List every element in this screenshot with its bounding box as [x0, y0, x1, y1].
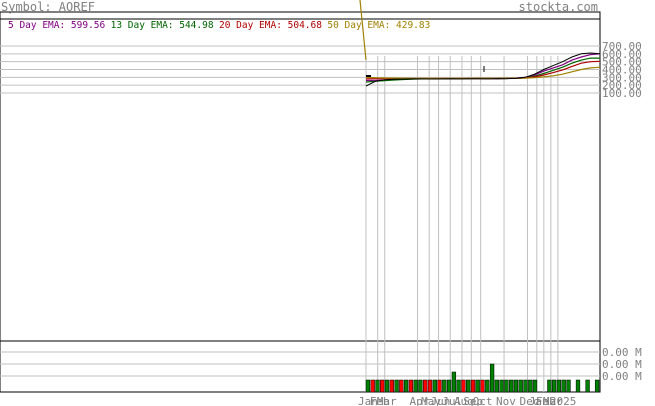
ema50-entry-line	[359, 0, 367, 61]
volume-bar	[575, 379, 581, 393]
volume-bar	[594, 379, 600, 393]
x-tick-label: Mar	[543, 395, 563, 406]
x-tick-label: Feb	[370, 395, 390, 406]
x-tick-label: Nov	[496, 395, 516, 406]
x-tick-label: Dec	[519, 395, 539, 406]
volume-bar	[427, 379, 433, 393]
chart-grid	[0, 11, 601, 393]
price-tick-label: 500.00	[602, 56, 642, 69]
volume-bar	[561, 379, 566, 393]
symbol-label: Symbol: AOREF	[1, 0, 95, 14]
volume-bar	[365, 379, 371, 393]
volume-tick-label: 0.00 M	[602, 370, 642, 383]
x-tick-label: Jun	[431, 395, 451, 406]
volume-tick-label: 0.00 M	[602, 346, 642, 359]
volume-bar	[485, 379, 490, 393]
volume-bar	[494, 379, 499, 393]
x-tick-label: Apr	[409, 395, 429, 406]
x-tick-label: Oct	[473, 395, 493, 406]
volume-bar	[461, 379, 466, 393]
volume-bar	[475, 379, 480, 393]
volume-bar	[528, 379, 533, 393]
volume-bar	[456, 379, 461, 393]
x-tick-label: Aug	[454, 395, 474, 406]
ema-legend-item: 5 Day EMA: 599.56	[8, 20, 106, 31]
volume-bar	[489, 363, 495, 393]
volume-bar	[389, 379, 394, 393]
x-tick-label: Sep	[463, 395, 483, 406]
volume-bar	[442, 379, 447, 393]
volume-bar	[566, 379, 571, 393]
x-tick-label: Jan	[529, 395, 549, 406]
volume-bar	[394, 379, 399, 393]
x-tick-label: 2025	[550, 395, 577, 406]
volume-bar	[556, 379, 562, 393]
x-tick-label: Jul	[442, 395, 462, 406]
ema-legend: 5 Day EMA: 599.56 13 Day EMA: 544.98 20 Da…	[8, 20, 430, 31]
volume-bar	[408, 379, 414, 393]
ema-legend-item: 50 Day EMA: 429.83	[327, 20, 430, 31]
price-tick-label: 300.00	[602, 71, 642, 84]
volume-bars-layer	[365, 363, 600, 393]
volume-bar	[423, 379, 428, 393]
price-tick-label: 400.00	[602, 64, 642, 77]
volume-bar	[384, 379, 390, 393]
volume-bar	[413, 379, 418, 393]
x-tick-label: Jan	[358, 395, 378, 406]
volume-bar	[437, 379, 442, 393]
volume-bar	[551, 379, 557, 393]
volume-bar	[499, 379, 504, 393]
site-label: stockta.com	[519, 0, 598, 14]
volume-bar	[432, 379, 437, 393]
volume-bar	[509, 379, 514, 393]
volume-bar	[466, 379, 471, 393]
x-tick-label: May	[421, 395, 441, 406]
price-tick-label: 100.00	[602, 87, 642, 100]
ema-legend-item: 20 Day EMA: 504.68	[219, 20, 322, 31]
x-tick-label: Mar	[377, 395, 397, 406]
volume-bar	[532, 379, 538, 393]
volume-bar	[504, 379, 509, 393]
x-tick-label: Feb	[536, 395, 556, 406]
volume-bar	[518, 379, 523, 393]
volume-bar	[380, 379, 385, 393]
ema-legend-item: 13 Day EMA: 544.98	[111, 20, 214, 31]
volume-bar	[480, 379, 485, 393]
price-tick-label: 600.00	[602, 48, 642, 61]
price-line	[365, 52, 601, 87]
volume-bar	[547, 379, 552, 393]
volume-bar	[470, 379, 476, 393]
volume-tick-label: 0.00 M	[602, 358, 642, 371]
price-tick-label: 200.00	[602, 79, 642, 92]
volume-bar	[523, 379, 528, 393]
volume-bar	[418, 379, 423, 393]
volume-bar	[375, 379, 380, 393]
volume-bar	[403, 379, 409, 393]
volume-bar	[370, 379, 375, 393]
volume-bar	[585, 379, 590, 393]
price-tick-label: 700.00	[602, 40, 642, 53]
ema-series-line	[365, 53, 601, 82]
volume-bar	[446, 379, 452, 393]
ema-series-layer	[359, 0, 601, 87]
volume-bar	[513, 379, 519, 393]
volume-bar	[399, 379, 404, 393]
price-start-marker	[366, 75, 371, 77]
volume-bar	[451, 371, 457, 393]
